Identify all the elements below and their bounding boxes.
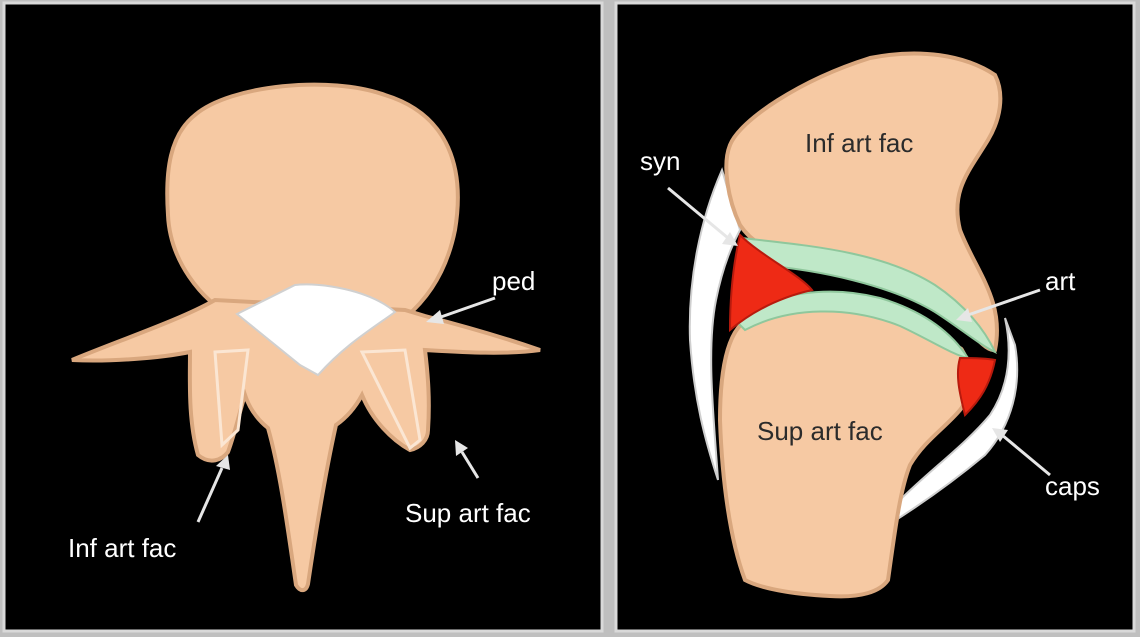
label-art: art xyxy=(1045,266,1076,296)
label-sup-art-fac-right: Sup art fac xyxy=(757,416,883,446)
label-syn: syn xyxy=(640,146,680,176)
label-inf-art-fac-left: Inf art fac xyxy=(68,533,176,563)
label-caps: caps xyxy=(1045,471,1100,501)
label-ped: ped xyxy=(492,266,535,296)
right-panel: syn Inf art fac art Sup art fac caps xyxy=(616,3,1134,631)
left-panel: ped Sup art fac Inf art fac xyxy=(4,3,602,631)
label-inf-art-fac-right: Inf art fac xyxy=(805,128,913,158)
vertebral-body xyxy=(167,85,458,318)
label-sup-art-fac-left: Sup art fac xyxy=(405,498,531,528)
